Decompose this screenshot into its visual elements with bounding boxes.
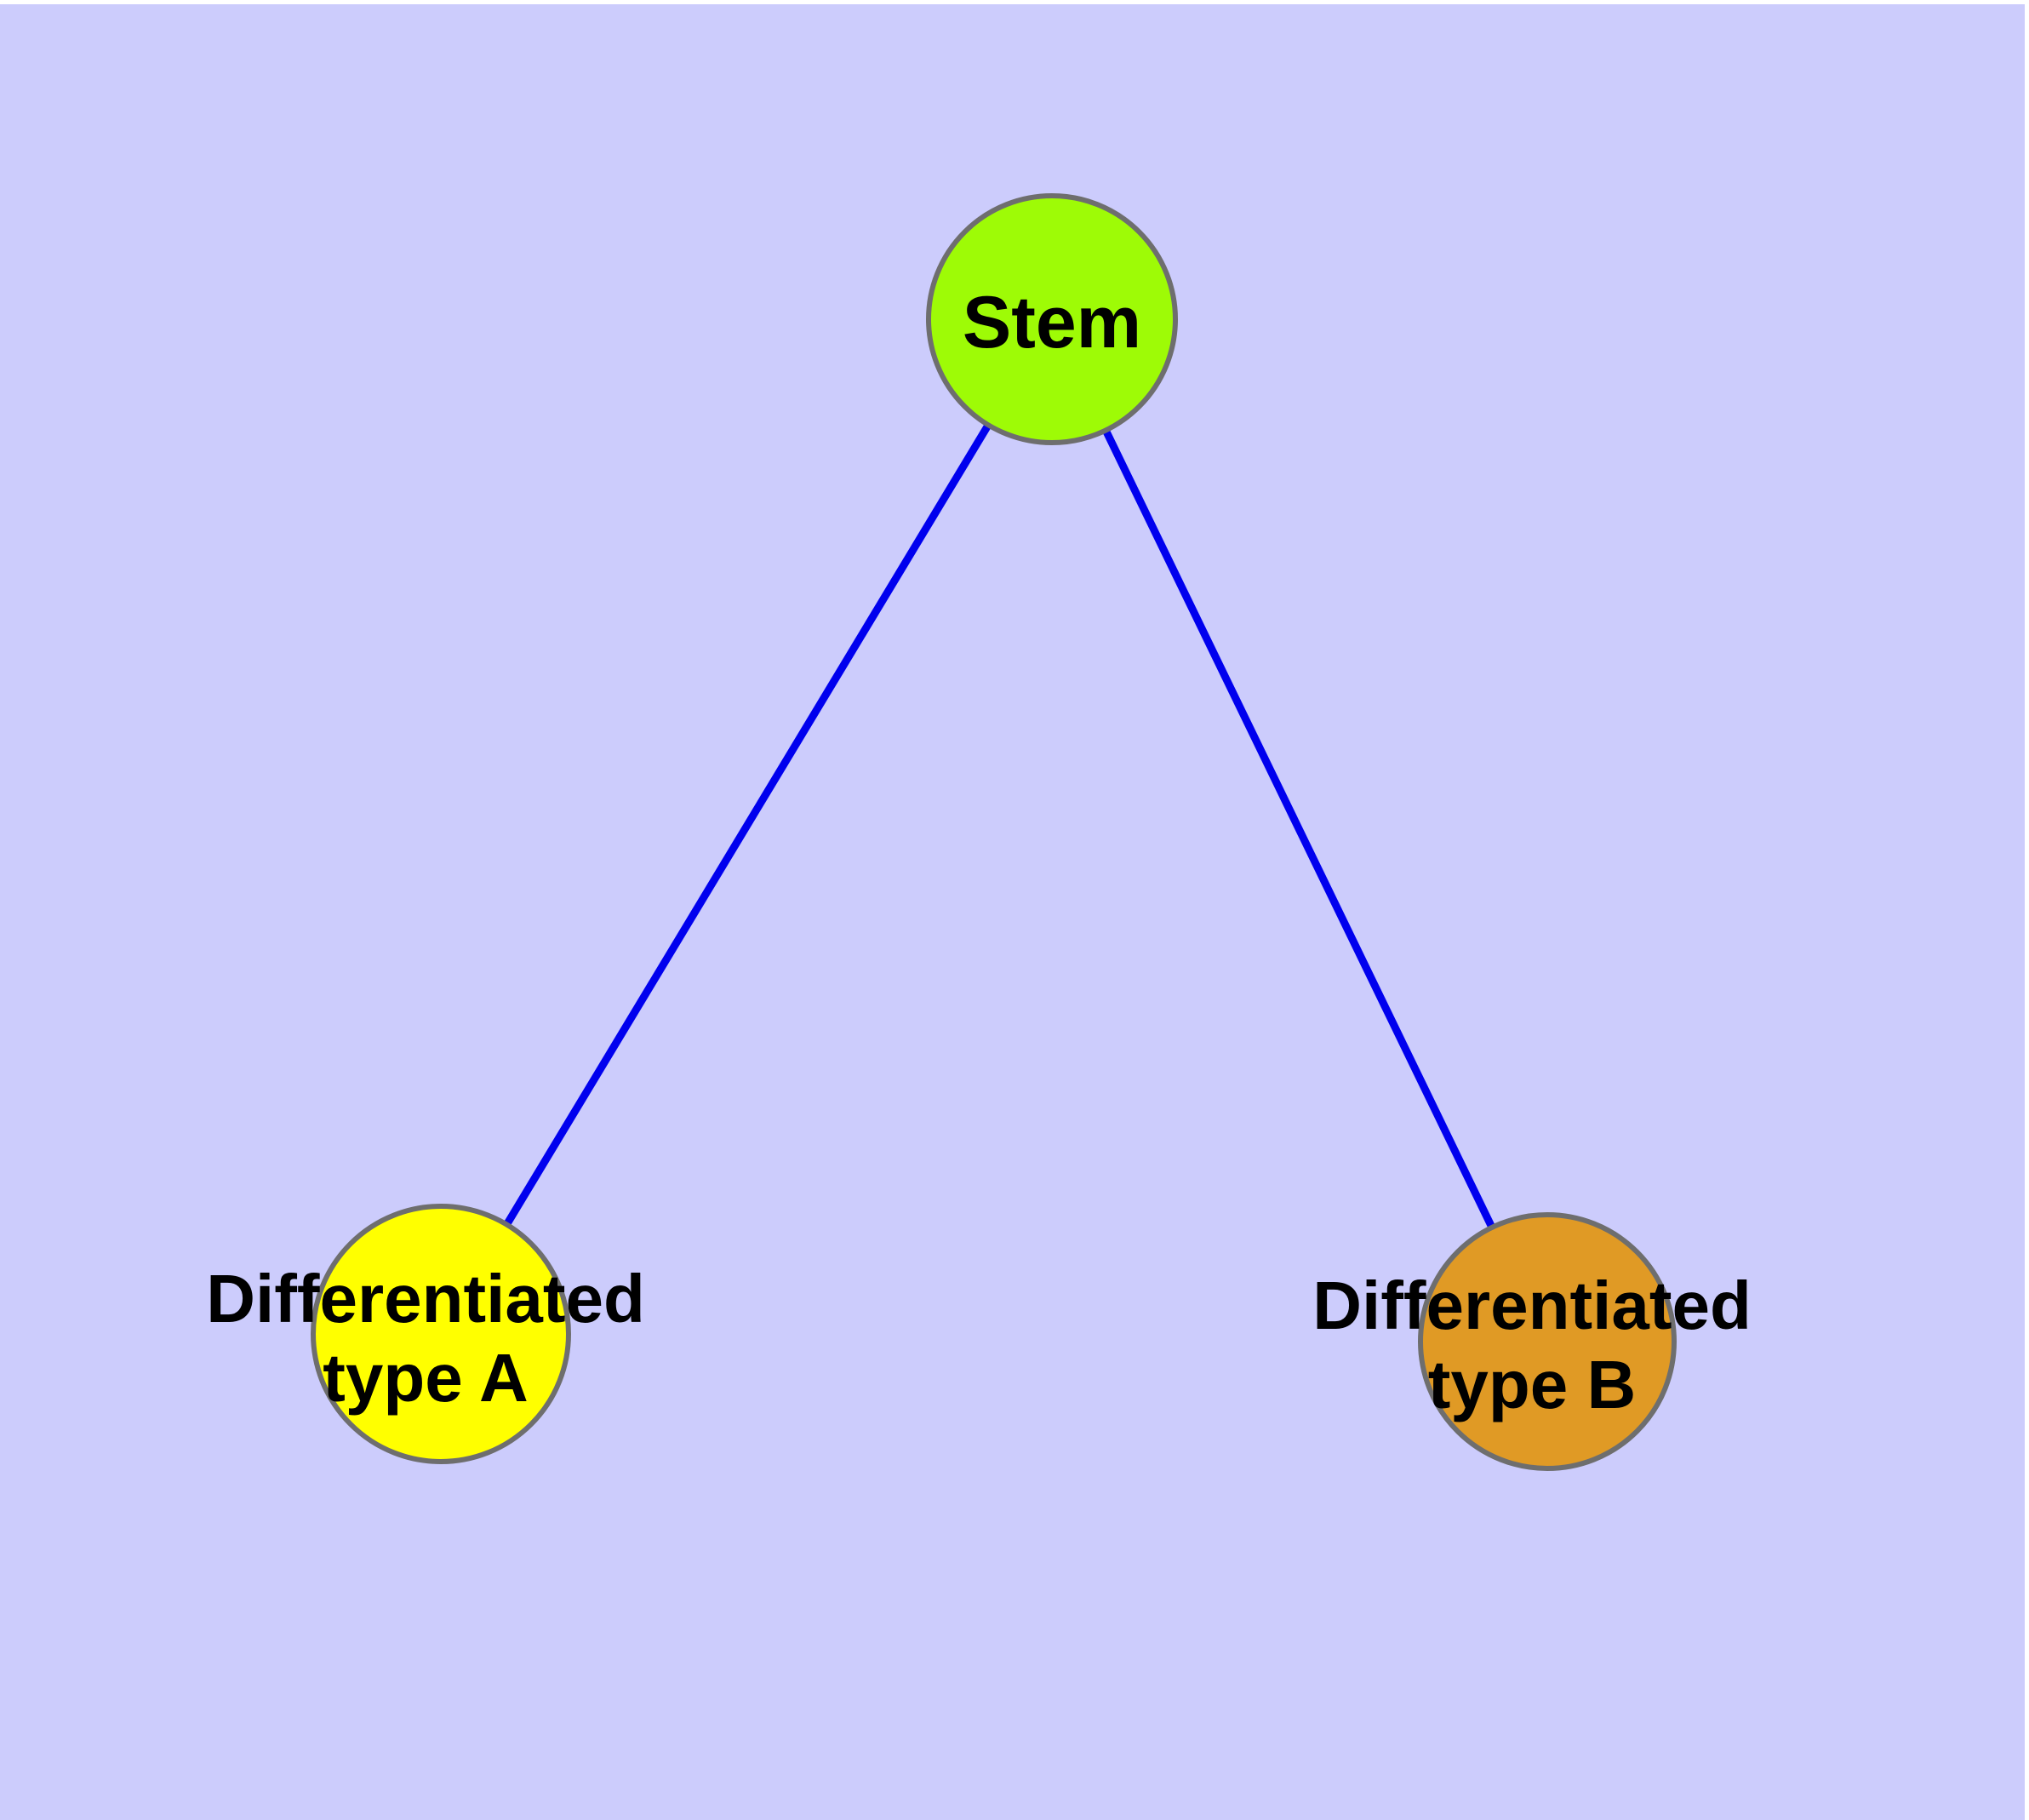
graph-svg bbox=[311, 193, 1677, 1471]
diagram-plot-area: Stem Differentiated type A Differentiate… bbox=[0, 4, 2025, 1820]
edge-stem-to-differentiated-b[interactable] bbox=[1048, 318, 1552, 1343]
edge-stem-to-differentiated-a[interactable] bbox=[437, 317, 1055, 1336]
edge-layer bbox=[437, 317, 1552, 1343]
node-differentiated-type-a[interactable] bbox=[311, 1204, 571, 1464]
node-layer bbox=[311, 193, 1677, 1471]
node-stem[interactable] bbox=[926, 193, 1178, 445]
node-differentiated-type-b[interactable] bbox=[1418, 1212, 1677, 1471]
